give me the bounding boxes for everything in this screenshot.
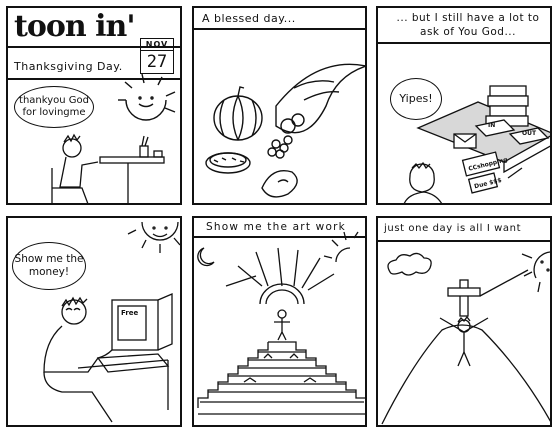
- panel-blessed-day: A blessed day...: [192, 6, 367, 205]
- panel-one-day: just one day is all I want: [376, 216, 552, 427]
- calendar-month: NOV: [141, 39, 173, 51]
- computer-user-art: [43, 221, 180, 423]
- tray-in-label: IN: [488, 122, 496, 129]
- temple-artwork-art: [197, 231, 365, 415]
- panel-subtitle: Thanksgiving Day.: [14, 60, 123, 73]
- tray-out-label: OUT: [522, 130, 537, 137]
- hilltop-cross-art: [381, 251, 550, 425]
- comic-logo: toon in': [14, 9, 136, 44]
- panel-show-artwork: Show me the art work: [192, 216, 367, 427]
- harvest-still-life-art: [205, 63, 365, 198]
- calendar-day: 27: [146, 52, 168, 72]
- panel-caption: ... but I still have a lot to ask of You…: [396, 12, 540, 39]
- calendar-date: NOV 27: [140, 38, 174, 74]
- panel-ask-god: ... but I still have a lot to ask of You…: [376, 6, 552, 205]
- desk-with-bills-art: [403, 85, 550, 203]
- panel-caption: A blessed day...: [202, 12, 296, 25]
- speech-bubble: Show me the money!: [12, 242, 86, 290]
- dinner-scene-art: [51, 73, 176, 203]
- speech-bubble: thankyou God for lovingme: [14, 86, 94, 128]
- panel-caption: Show me the art work: [206, 221, 346, 233]
- panel-show-money: Show me the money! Free: [6, 216, 182, 427]
- speech-bubble: Yipes!: [390, 78, 442, 120]
- panel-thanksgiving: toon in' Thanksgiving Day. NOV 27: [6, 6, 182, 205]
- panel-caption: just one day is all I want: [384, 223, 522, 234]
- screen-label: Free: [121, 309, 139, 317]
